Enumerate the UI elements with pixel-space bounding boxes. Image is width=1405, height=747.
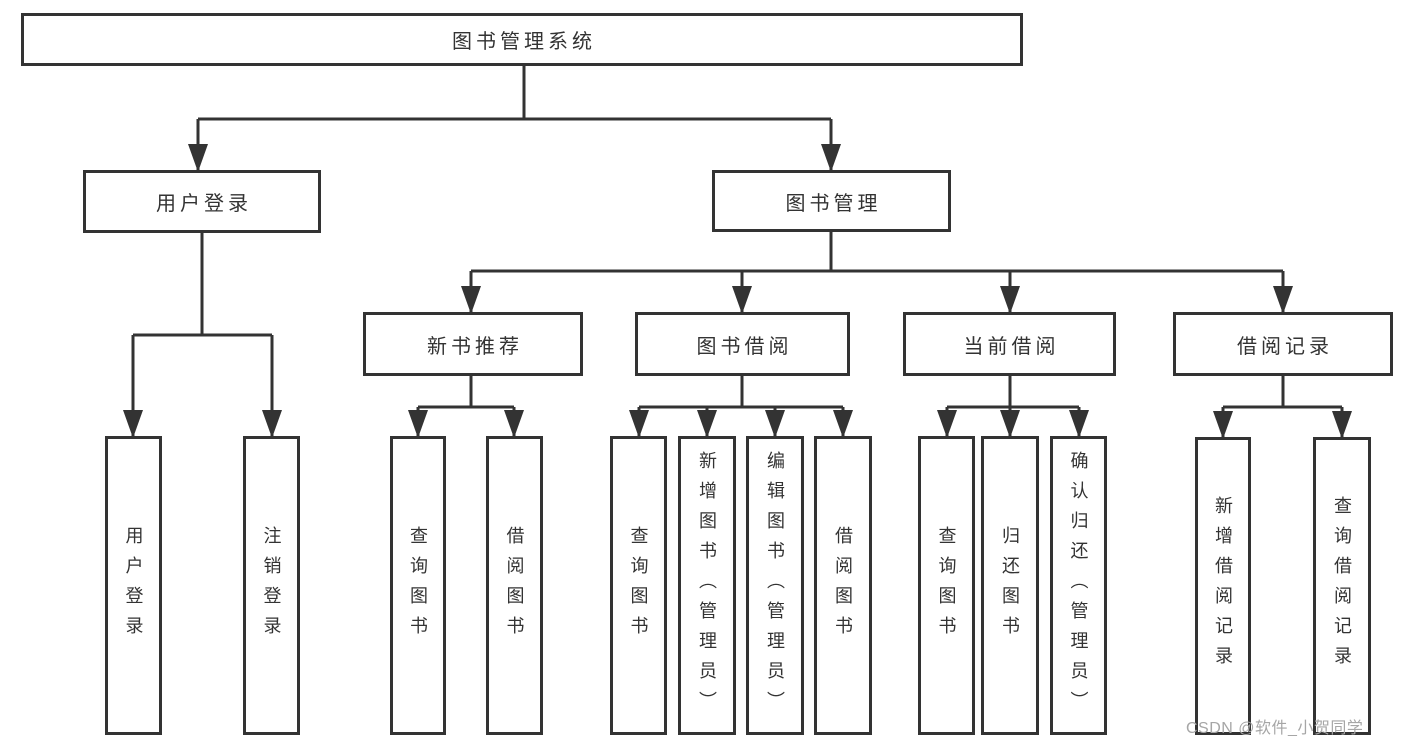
node-user-login-label: 用户登录	[156, 193, 252, 215]
node-book-management: 图书管理	[712, 170, 951, 232]
leaf-query-borrow-record: 查询借阅记录	[1313, 437, 1371, 735]
leaf-query-book-recommend-label: 查询图书	[408, 525, 428, 646]
leaf-borrow-book-label: 借阅图书	[833, 525, 853, 646]
leaf-query-book-borrow-label: 查询图书	[628, 525, 649, 646]
leaf-user-login: 用户登录	[105, 436, 162, 735]
leaf-query-book-recommend: 查询图书	[390, 436, 446, 735]
leaf-borrow-book: 借阅图书	[814, 436, 872, 735]
leaf-logout-label: 注销登录	[261, 525, 282, 646]
node-book-borrow: 图书借阅	[635, 312, 850, 376]
node-current-borrow: 当前借阅	[903, 312, 1116, 376]
leaf-query-borrow-record-label: 查询借阅记录	[1332, 496, 1352, 676]
node-new-book-recommend-label: 新书推荐	[427, 335, 523, 358]
leaf-user-login-label: 用户登录	[123, 525, 144, 646]
node-book-management-label: 图书管理	[785, 192, 882, 215]
leaf-return-book: 归还图书	[981, 436, 1039, 735]
leaf-borrow-book-recommend: 借阅图书	[486, 436, 543, 735]
node-root-label: 图书管理系统	[452, 31, 596, 53]
leaf-add-book-admin: 新增图书（管理员）	[678, 436, 736, 735]
leaf-query-book-current-label: 查询图书	[936, 525, 957, 646]
leaf-add-borrow-record: 新增借阅记录	[1195, 437, 1251, 735]
node-book-borrow-label: 图书借阅	[696, 335, 793, 358]
leaf-borrow-book-recommend-label: 借阅图书	[504, 525, 525, 646]
leaf-edit-book-admin-label: 编辑图书（管理员）	[765, 450, 785, 721]
node-user-login: 用户登录	[83, 170, 321, 233]
leaf-add-book-admin-label: 新增图书（管理员）	[697, 450, 717, 721]
csdn-watermark: CSDN @软件_小贺同学	[1186, 720, 1364, 737]
node-current-borrow-label: 当前借阅	[963, 335, 1060, 358]
node-borrow-record: 借阅记录	[1173, 312, 1393, 376]
leaf-add-borrow-record-label: 新增借阅记录	[1213, 496, 1233, 676]
leaf-confirm-return-admin-label: 确认归还（管理员）	[1068, 450, 1089, 721]
leaf-return-book-label: 归还图书	[1000, 525, 1020, 646]
leaf-confirm-return-admin: 确认归还（管理员）	[1050, 436, 1107, 735]
node-borrow-record-label: 借阅记录	[1237, 335, 1333, 358]
leaf-query-book-borrow: 查询图书	[610, 436, 667, 735]
leaf-edit-book-admin: 编辑图书（管理员）	[746, 436, 804, 735]
leaf-logout: 注销登录	[243, 436, 300, 735]
node-new-book-recommend: 新书推荐	[363, 312, 583, 376]
leaf-query-book-current: 查询图书	[918, 436, 975, 735]
node-root-system: 图书管理系统	[21, 13, 1023, 66]
